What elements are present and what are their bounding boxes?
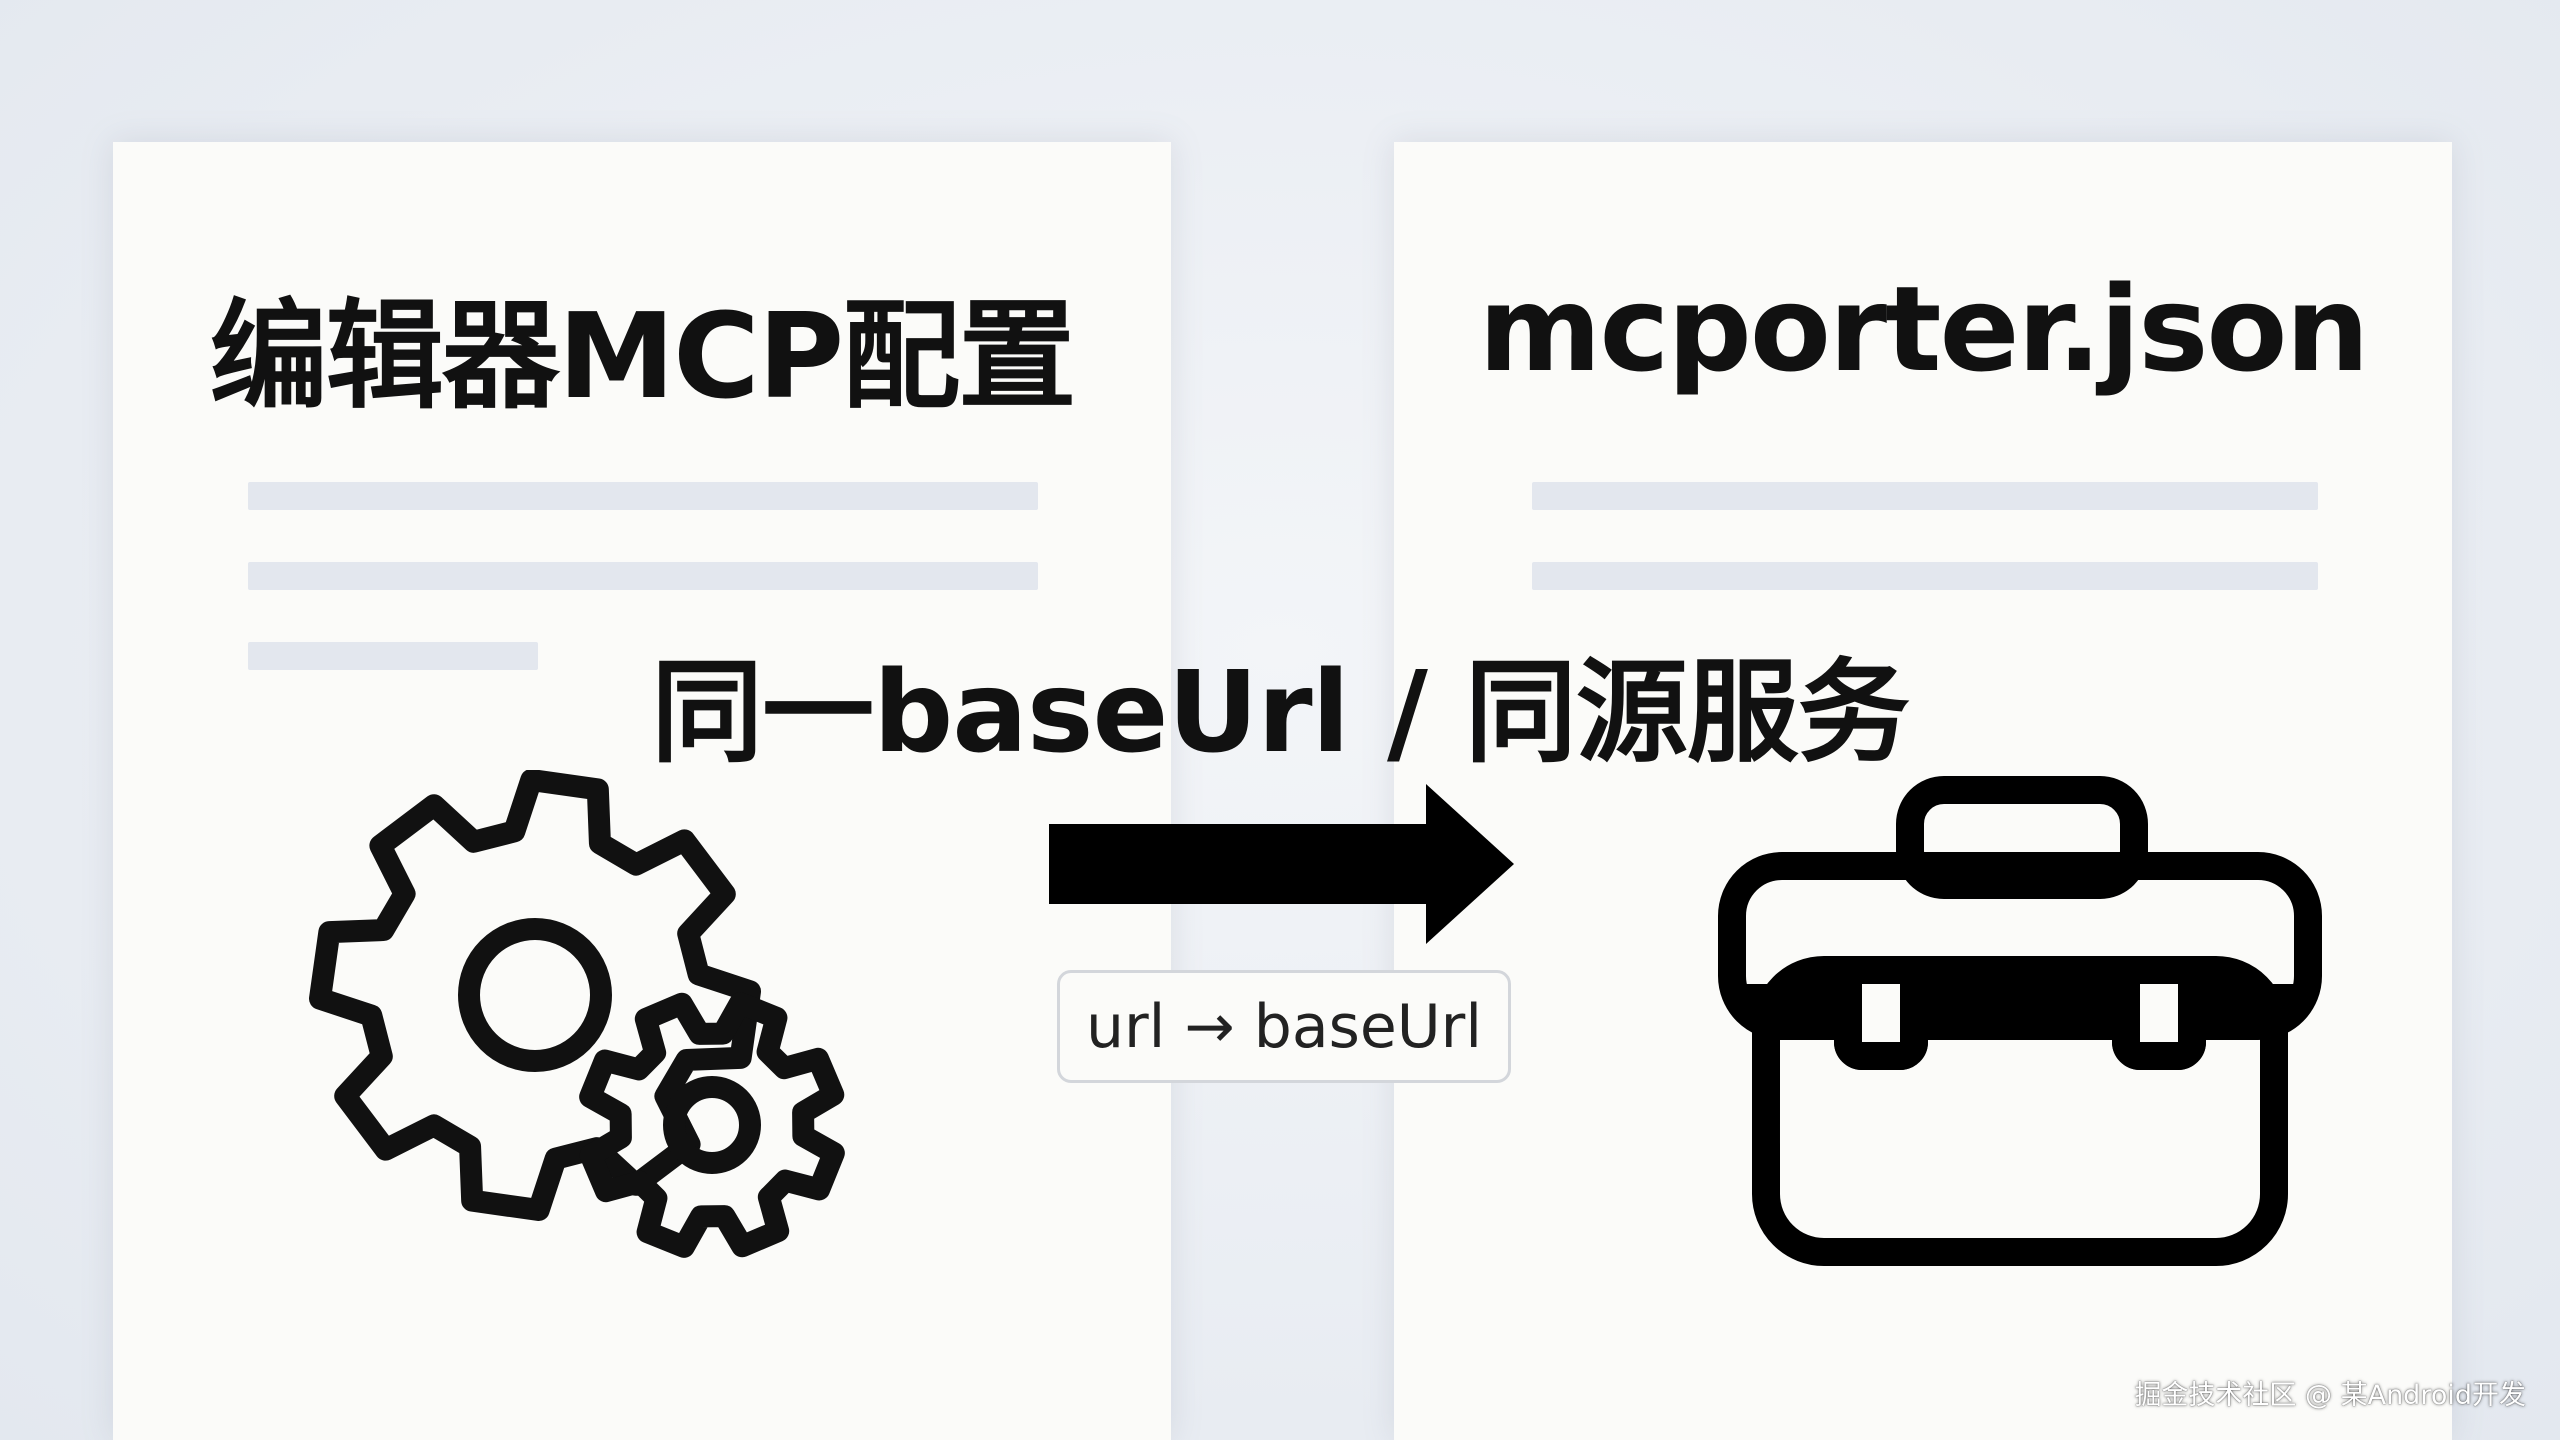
placeholder-line [1532,562,2318,590]
editor-mcp-config-card: 编辑器MCP配置 [113,142,1171,1440]
placeholder-line [248,562,1038,590]
shared-baseurl-label: 同一baseUrl / 同源服务 [651,648,1910,778]
gear-outline [308,770,762,1222]
placeholder-line [1532,482,2318,510]
gear-hole [663,1076,761,1174]
placeholder-line [248,482,1038,510]
placeholder-line [248,642,538,670]
gear-hole [458,918,612,1072]
gear-outline [579,992,845,1258]
gears-icon [308,770,845,1258]
toolbox-icon [1718,776,2322,1266]
editor-mcp-config-title: 编辑器MCP配置 [209,287,1077,425]
arrow-right-icon [1049,784,1514,944]
mcporter-json-title: mcporter.json [1478,260,2369,398]
watermark: 掘金技术社区 @ 某Android开发 [2134,1380,2526,1411]
url-mapping-label: url → baseUrl [1057,970,1511,1083]
